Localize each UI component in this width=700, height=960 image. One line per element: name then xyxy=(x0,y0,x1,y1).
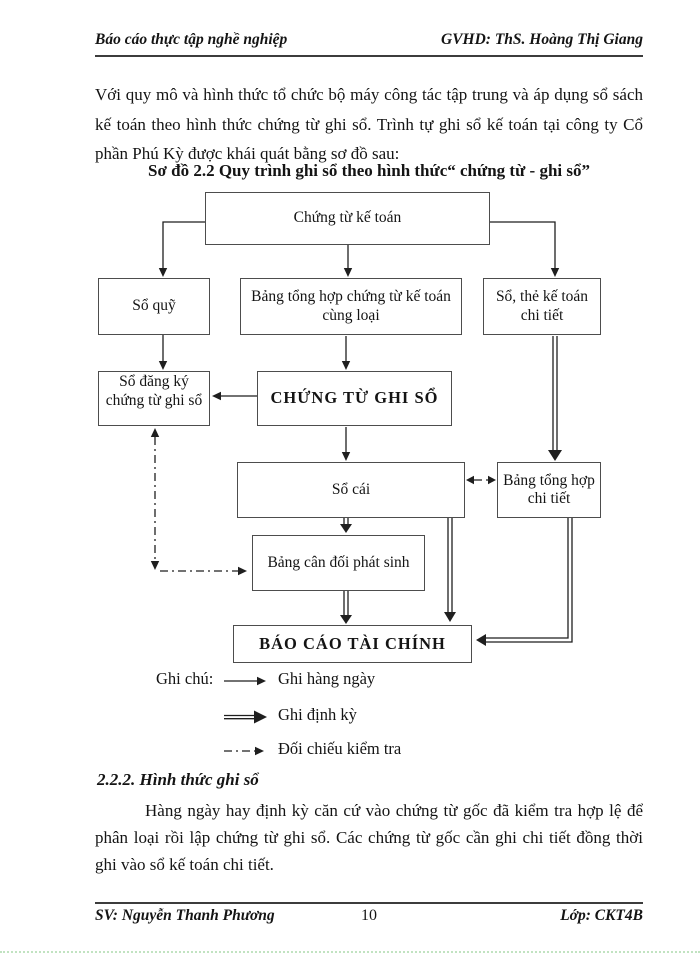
scan-edge-line xyxy=(0,951,700,953)
flow-box-label: Bảng cân đối phát sinh xyxy=(267,553,410,571)
flow-box-label: Sổ cái xyxy=(331,480,371,498)
flow-box-label: Chứng từ kế toán xyxy=(293,209,402,227)
legend-arrow-periodic xyxy=(224,710,267,724)
flow-box-label: Sổ quỹ xyxy=(132,297,176,315)
flow-box-label: Bảng tổng hợp chứng từ kế toán cùng loại xyxy=(251,288,451,324)
footer-class: Lớp: CKT4B xyxy=(560,907,643,924)
flow-box-voucher-summary-table: Bảng tổng hợp chứng từ kế toán cùng loại xyxy=(240,278,462,335)
page-footer: SV: Nguyễn Thanh Phương 10 Lớp: CKT4B xyxy=(95,902,643,925)
compare-arrows xyxy=(150,428,496,576)
footer-student: SV: Nguyễn Thanh Phương xyxy=(95,907,275,924)
legend-arrow-compare xyxy=(224,746,264,756)
flow-box-financial-statements: BÁO CÁO TÀI CHÍNH xyxy=(233,625,472,663)
header-report-title: Báo cáo thực tập nghề nghiệp xyxy=(95,31,288,48)
flow-box-recording-voucher: CHỨNG TỪ GHI SỔ xyxy=(257,371,452,426)
diagram-title: Sơ đồ 2.2 Quy trình ghi sổ theo hình thứ… xyxy=(148,161,590,180)
legend-item-compare: Đối chiếu kiểm tra xyxy=(278,739,402,758)
flow-box-cash-book: Sổ quỹ xyxy=(98,278,210,335)
header-supervisor: GVHD: ThS. Hoàng Thị Giang xyxy=(441,31,643,48)
flow-box-trial-balance: Bảng cân đối phát sinh xyxy=(252,535,425,591)
section-heading: 2.2.2. Hình thức ghi sổ xyxy=(97,770,259,789)
legend-item-periodic: Ghi định kỳ xyxy=(278,705,357,724)
flow-box-detail-summary-table: Bảng tổng hợp chi tiết xyxy=(497,462,601,518)
legend-item-daily: Ghi hàng ngày xyxy=(278,669,376,688)
periodic-arrows xyxy=(340,336,573,646)
flow-box-accounting-voucher: Chứng từ kế toán xyxy=(205,192,490,245)
intro-paragraph: Với quy mô và hình thức tổ chức bộ máy c… xyxy=(95,85,643,163)
flow-box-label: Sổ, thẻ kế toán chi tiết xyxy=(495,288,589,324)
daily-arrows xyxy=(158,221,560,461)
flow-box-label: BÁO CÁO TÀI CHÍNH xyxy=(259,633,446,653)
flow-box-detail-ledger-cards: Sổ, thẻ kế toán chi tiết xyxy=(483,278,601,335)
footer-page-number: 10 xyxy=(361,907,377,924)
flow-box-general-ledger: Sổ cái xyxy=(237,462,465,518)
flow-box-label: Bảng tổng hợp chi tiết xyxy=(503,471,595,508)
flow-box-label: CHỨNG TỪ GHI SỔ xyxy=(270,388,439,408)
page-header: Báo cáo thực tập nghề nghiệp GVHD: ThS. … xyxy=(95,31,643,57)
legend-arrow-daily xyxy=(224,676,266,686)
flow-box-voucher-register: Sổ đăng ký chứng từ ghi sổ xyxy=(98,371,210,426)
flow-box-label: Sổ đăng ký chứng từ ghi sổ xyxy=(105,373,203,409)
section-paragraph: Hàng ngày hay định kỳ căn cứ vào chứng t… xyxy=(95,801,643,874)
legend-title: Ghi chú: xyxy=(156,669,214,688)
